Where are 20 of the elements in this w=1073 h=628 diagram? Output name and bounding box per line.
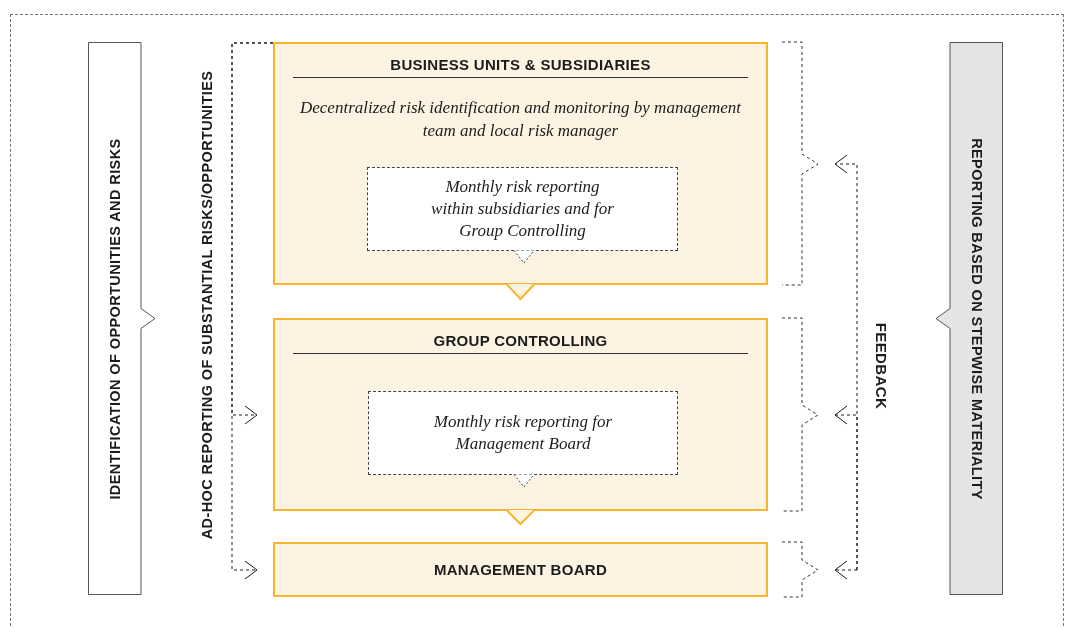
side-band	[935, 42, 1003, 595]
box-heading: MANAGEMENT BOARD	[432, 560, 609, 580]
box-heading: BUSINESS UNITS & SUBSIDIARIES	[293, 56, 748, 78]
process-box	[273, 318, 768, 511]
vertical-label: AD-HOC REPORTING OF SUBSTANTIAL RISKS/OPPORTUNITIES	[198, 69, 216, 542]
chevron-arrow	[505, 509, 536, 526]
vertical-label: FEEDBACK	[872, 321, 890, 412]
arrow	[231, 42, 274, 580]
process-box	[273, 542, 768, 597]
band-label: REPORTING BASED ON STEPWISE MATERIALITY	[967, 136, 986, 502]
callout-text: Monthly risk reporting within subsidiaries and for Group Controlling	[430, 176, 615, 242]
side-band	[88, 42, 156, 595]
box-heading: GROUP CONTROLLING	[293, 332, 748, 354]
arrow	[834, 405, 858, 571]
callout-text: Monthly risk reporting for Management Board	[432, 411, 614, 455]
chevron-arrow	[505, 283, 536, 301]
arrow	[834, 560, 858, 580]
process-box	[273, 42, 768, 285]
box-description: Decentralized risk identification and monitoring by management team and local risk manager	[299, 97, 743, 142]
band-label: IDENTIFICATION OF OPPORTUNITIES AND RISKS	[105, 136, 124, 502]
